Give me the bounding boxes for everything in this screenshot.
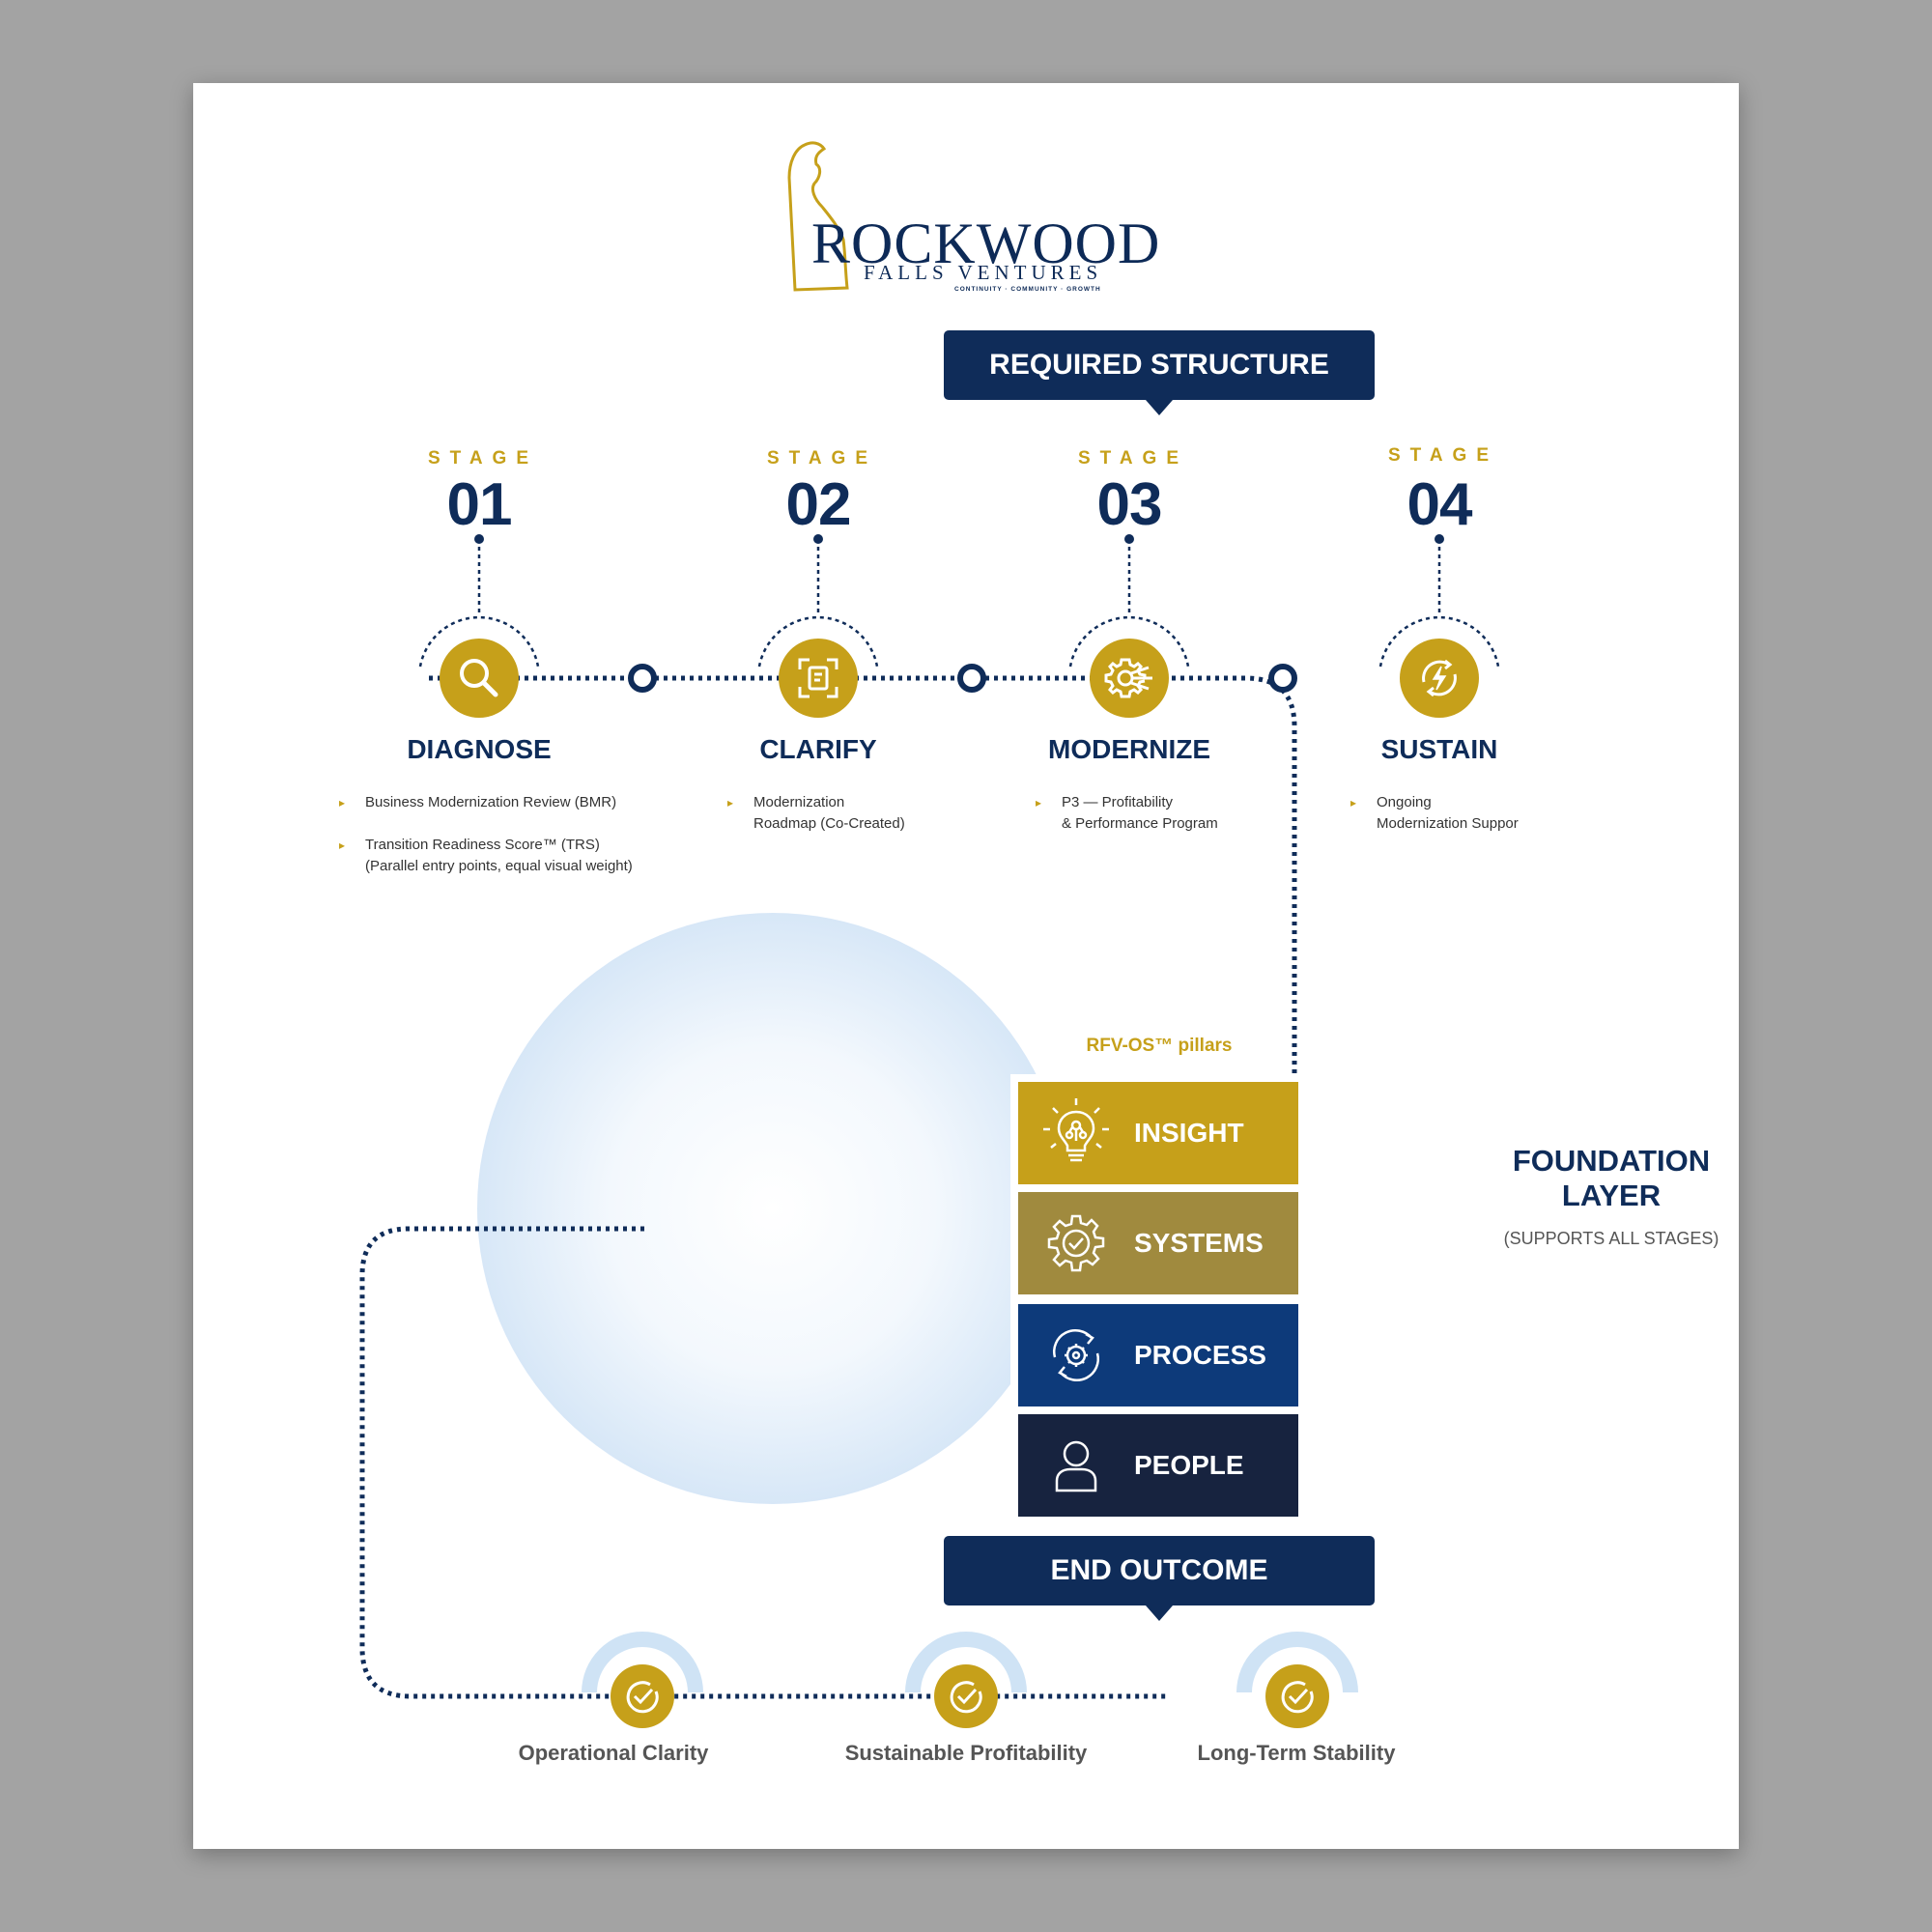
stage-number: 03: [1096, 471, 1163, 538]
connector-node: [628, 664, 657, 693]
magnifier-icon: [440, 639, 519, 718]
bullet-triangle-icon: ▸: [1350, 796, 1357, 810]
bullet-triangle-icon: ▸: [1036, 796, 1042, 810]
outcome-label-operational-clarity: Operational Clarity: [518, 1741, 709, 1765]
stage-name: DIAGNOSE: [407, 734, 552, 764]
bullet-triangle-icon: ▸: [727, 796, 734, 810]
bullet-triangle-icon: ▸: [339, 838, 346, 852]
stage-number: 04: [1406, 471, 1473, 538]
gear-circuit-icon: [1090, 639, 1169, 718]
focus-frame-icon: [779, 639, 858, 718]
lightbulb-icon: [1018, 1094, 1134, 1172]
check-circle-icon: [611, 1664, 674, 1728]
outcome-label-long-term-stability: Long-Term Stability: [1197, 1741, 1396, 1765]
stage-label: STAGE: [766, 448, 878, 469]
end-outcome-banner: END OUTCOME: [944, 1536, 1375, 1621]
outcome-label-sustainable-profitability: Sustainable Profitability: [844, 1741, 1088, 1765]
stage-name: MODERNIZE: [1048, 734, 1210, 764]
foundation-layer-subtitle: (SUPPORTS ALL STAGES): [1503, 1229, 1719, 1248]
infographic-sheet: ROCKWOOD FALLS VENTURES CONTINUITY · COM…: [193, 83, 1739, 1849]
connector-node: [957, 664, 986, 693]
required-structure-banner: REQUIRED STRUCTURE: [944, 330, 1375, 415]
lightning-cycle-icon: [1400, 639, 1479, 718]
stage-label: STAGE: [427, 448, 539, 469]
stage-number: 01: [446, 471, 513, 538]
check-circle-icon: [1265, 1664, 1329, 1728]
outcome-loop-left: [359, 1226, 1169, 1699]
pillar-systems: SYSTEMS: [1018, 1192, 1298, 1294]
bullet-triangle-icon: ▸: [339, 796, 346, 810]
logo-wordmark: ROCKWOOD: [811, 212, 1161, 275]
pillars-stack: INSIGHT SYSTEMS PROCESS: [1010, 1074, 1308, 1522]
pillar-people: PEOPLE: [1018, 1414, 1298, 1517]
state-outline-icon: [787, 141, 849, 292]
stage-name: SUSTAIN: [1380, 734, 1498, 764]
stage-label: STAGE: [1077, 448, 1189, 469]
stage-number: 02: [785, 471, 852, 538]
pillar-process: PROCESS: [1018, 1304, 1298, 1406]
pillar-insight: INSIGHT: [1018, 1082, 1298, 1184]
pillars-title: RFV-OS™ pillars: [1086, 1036, 1233, 1056]
check-circle-icon: [934, 1664, 998, 1728]
stage-bullet: ▸ Ongoing Modernization Suppor: [1350, 794, 1519, 832]
foundation-layer-title: FOUNDATION LAYER: [1512, 1144, 1711, 1212]
stage-name: CLARIFY: [759, 734, 877, 764]
stage-bullet: ▸ Business Modernization Review (BMR): [339, 792, 616, 813]
stage-label: STAGE: [1387, 445, 1499, 466]
stage-bullet: ▸ P3 — Profitability & Performance Progr…: [1036, 794, 1218, 832]
logo-subtitle: FALLS VENTURES: [864, 261, 1103, 284]
gear-check-icon: [1018, 1212, 1134, 1274]
stage-bullet: ▸ Modernization Roadmap (Co-Created): [727, 794, 905, 832]
person-icon: [1018, 1435, 1134, 1496]
stage-bullet: ▸ Transition Readiness Score™ (TRS) (Par…: [339, 837, 633, 874]
gear-cycle-icon: [1018, 1324, 1134, 1386]
logo-tagline: CONTINUITY · COMMUNITY · GROWTH: [954, 286, 1101, 293]
pillars-glow-disc: [477, 913, 1068, 1504]
connector-node: [1268, 664, 1297, 693]
